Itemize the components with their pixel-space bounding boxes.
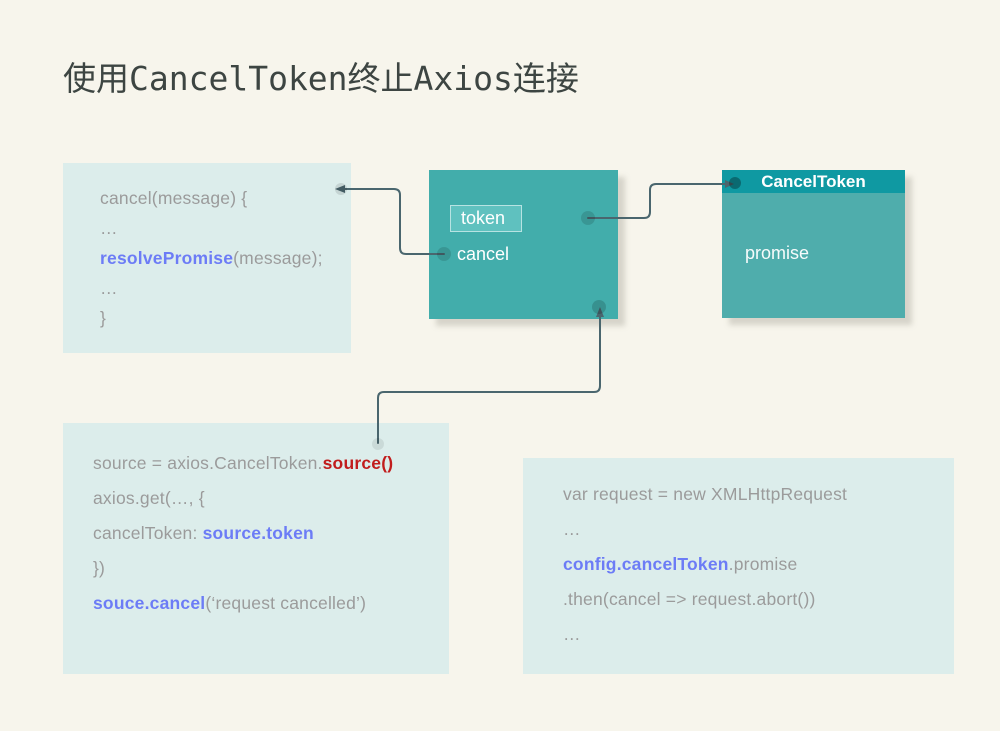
code-line: cancel(message) {	[100, 183, 351, 213]
code-line: }	[100, 303, 351, 333]
code-segment: .then(cancel => request.abort())	[563, 589, 816, 609]
code-segment: axios.get(…, {	[93, 488, 205, 508]
code-segment: (message);	[233, 248, 323, 268]
code-line: var request = new XMLHttpRequest	[563, 477, 954, 512]
xhr-abort-code: var request = new XMLHttpRequest … config.…	[563, 477, 954, 652]
code-segment: cancelToken:	[93, 523, 203, 543]
source-object-box: token cancel	[429, 170, 618, 319]
code-segment: }	[100, 308, 107, 328]
code-segment: source = axios.CancelToken.	[93, 453, 323, 473]
code-line: …	[563, 512, 954, 547]
code-line: config.cancelToken.promise	[563, 547, 954, 582]
token-member-label: token	[461, 208, 506, 228]
code-segment: …	[563, 624, 581, 644]
canceltoken-class-header: CancelToken	[722, 170, 905, 193]
code-line: resolvePromise(message);	[100, 243, 351, 273]
code-segment: })	[93, 558, 106, 578]
code-line: …	[563, 617, 954, 652]
source-usage-code-box: source = axios.CancelToken.source() axios…	[63, 423, 449, 674]
code-line: souce.cancel(‘request cancelled’)	[93, 586, 449, 621]
source-usage-code: source = axios.CancelToken.source() axios…	[93, 446, 449, 621]
code-segment: souce.cancel	[93, 593, 206, 613]
code-segment: source.token	[202, 523, 314, 543]
code-segment: source()	[322, 453, 394, 473]
token-member-chip: token	[450, 205, 522, 232]
xhr-abort-code-box: var request = new XMLHttpRequest … config.…	[523, 458, 954, 674]
code-segment: var request = new XMLHttpRequest	[563, 484, 848, 504]
code-segment: resolvePromise	[100, 248, 234, 268]
code-segment: config.cancelToken	[563, 554, 729, 574]
promise-member-label: promise	[745, 243, 810, 263]
code-segment: cancel(message) {	[100, 188, 248, 208]
code-segment: …	[563, 519, 581, 539]
page-title: 使用CancelToken终止Axios连接	[63, 59, 579, 98]
code-line: …	[100, 213, 351, 243]
code-segment: .promise	[728, 554, 798, 574]
code-line: cancelToken: source.token	[93, 516, 449, 551]
cancel-function-code: cancel(message) { … resolvePromise(message…	[100, 183, 351, 333]
code-line: …	[100, 273, 351, 303]
code-line: })	[93, 551, 449, 586]
code-line: axios.get(…, {	[93, 481, 449, 516]
code-line: source = axios.CancelToken.source()	[93, 446, 449, 481]
code-segment: …	[100, 218, 118, 238]
code-line: .then(cancel => request.abort())	[563, 582, 954, 617]
code-segment: …	[100, 278, 118, 298]
canceltoken-class-box: CancelToken promise	[722, 170, 905, 318]
cancel-member-label: cancel	[457, 244, 510, 264]
cancel-function-code-box: cancel(message) { … resolvePromise(message…	[63, 163, 351, 353]
code-segment: (‘request cancelled’)	[205, 593, 367, 613]
